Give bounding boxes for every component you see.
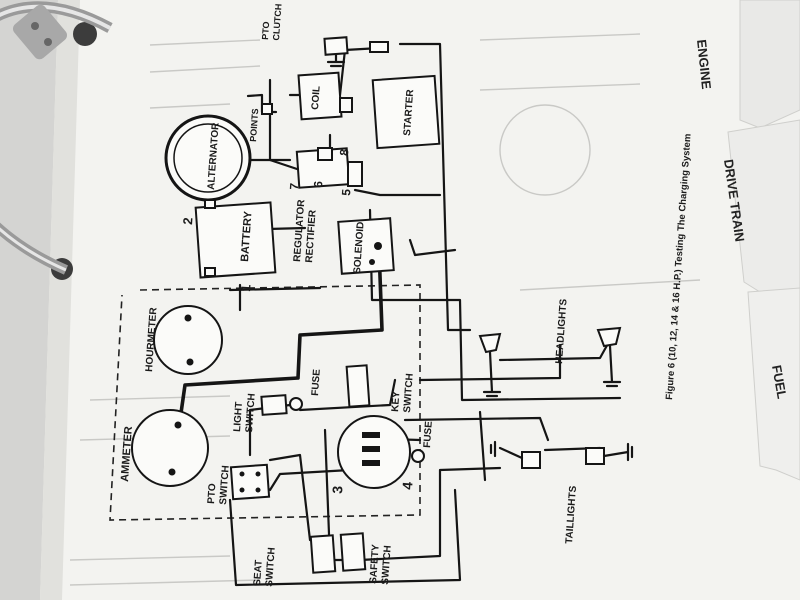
svg-text:PTO CLUTCH: PTO CLUTCH: [260, 3, 284, 41]
safety-switch: SAFETY SWITCH: [339, 532, 394, 585]
battery: BATTERY 2 1: [180, 199, 277, 292]
light-switch-label-2: SWITCH: [244, 393, 258, 433]
reg-terminal-7: 7: [287, 182, 301, 190]
alternator-label: ALTERNATOR: [206, 122, 222, 191]
starter-label: STARTER: [402, 88, 416, 136]
starter-solenoid: SOLENOID: [337, 217, 395, 275]
bleed-through-text: [69, 33, 701, 586]
pto-switch-label-1: PTO: [206, 483, 218, 504]
ammeter-label: AMMETER: [119, 426, 135, 482]
ammeter: AMMETER: [119, 409, 209, 487]
headlights: HEADLIGHTS: [478, 298, 622, 398]
svg-text:KEY SWITCH: KEY SWITCH: [390, 372, 416, 413]
starter-motor: STARTER: [371, 74, 441, 150]
alternator: ALTERNATOR: [164, 114, 252, 202]
key-terminal-3: 3: [329, 485, 346, 494]
coil-label: COIL: [310, 86, 323, 111]
key-switch-label-1: KEY: [390, 391, 402, 413]
ignition-coil: COIL: [297, 71, 353, 121]
tab-engine-label: ENGINE: [694, 39, 714, 90]
svg-text:REGULATOR RECTIFIER: REGULATOR RECTIFIER: [292, 196, 319, 263]
fuse-lower: FUSE: [411, 421, 435, 463]
taillights-label: TAILLIGHTS: [564, 485, 579, 544]
light-switch: LIGHT SWITCH: [232, 392, 288, 433]
svg-text:SAFETY SWITCH: SAFETY SWITCH: [368, 541, 394, 585]
svg-text:SEAT SWITCH: SEAT SWITCH: [252, 546, 278, 587]
regulator-rectifier: 7 6 8 5 REGULATOR RECTIFIER: [287, 147, 363, 263]
dash-panel-outline: [109, 284, 421, 521]
taillights: TAILLIGHTS: [489, 440, 634, 544]
svg-text:PTO SWITCH: PTO SWITCH: [206, 464, 232, 505]
svg-text:LIGHT SWITCH: LIGHT SWITCH: [232, 392, 258, 433]
fuse-upper-label: FUSE: [310, 369, 323, 397]
solenoid-label: SOLENOID: [352, 221, 367, 274]
fuse-lower-label: FUSE: [422, 421, 435, 449]
battery-label: BATTERY: [239, 210, 255, 262]
key-switch: KEY SWITCH 3 4: [329, 364, 416, 494]
fuse-upper: FUSE: [289, 369, 323, 411]
binder-ring-top: [0, 1, 113, 60]
hourmeter: HOURMETER: [144, 305, 223, 375]
key-switch-label-2: SWITCH: [402, 373, 416, 413]
rectifier-label: RECTIFIER: [304, 209, 319, 263]
tab-fuel-label: FUEL: [769, 364, 790, 400]
headlights-label: HEADLIGHTS: [554, 298, 570, 364]
regulator-label: REGULATOR: [292, 198, 307, 262]
safety-switch-label-1: SAFETY: [368, 544, 382, 584]
seat-switch: SEAT SWITCH: [252, 534, 337, 587]
pto-clutch-label-1: PTO: [260, 21, 271, 40]
key-terminal-4: 4: [399, 481, 416, 490]
pto-clutch-label-2: CLUTCH: [271, 3, 284, 41]
wiring-diagram: [109, 42, 622, 587]
battery-terminal-1: 1: [238, 284, 253, 292]
pto-clutch: PTO CLUTCH: [260, 3, 389, 68]
light-switch-label-1: LIGHT: [232, 402, 245, 433]
ignition-points: POINTS: [246, 93, 278, 142]
seat-switch-label-2: SWITCH: [264, 547, 278, 587]
safety-switch-label-2: SWITCH: [380, 545, 394, 585]
pto-switch-label-2: SWITCH: [218, 465, 232, 505]
hourmeter-label: HOURMETER: [144, 306, 160, 372]
binder-ring-bottom: [0, 222, 73, 280]
pto-switch: PTO SWITCH: [206, 463, 271, 505]
tab-engine[interactable]: ENGINE: [694, 0, 800, 129]
tab-fuel[interactable]: FUEL: [747, 287, 800, 481]
seat-switch-label-1: SEAT: [252, 560, 265, 587]
reg-terminal-5: 5: [339, 188, 353, 196]
battery-terminal-2: 2: [180, 217, 195, 225]
reg-terminal-6: 6: [311, 180, 325, 188]
reg-terminal-8: 8: [337, 148, 351, 156]
points-label: POINTS: [248, 108, 260, 142]
